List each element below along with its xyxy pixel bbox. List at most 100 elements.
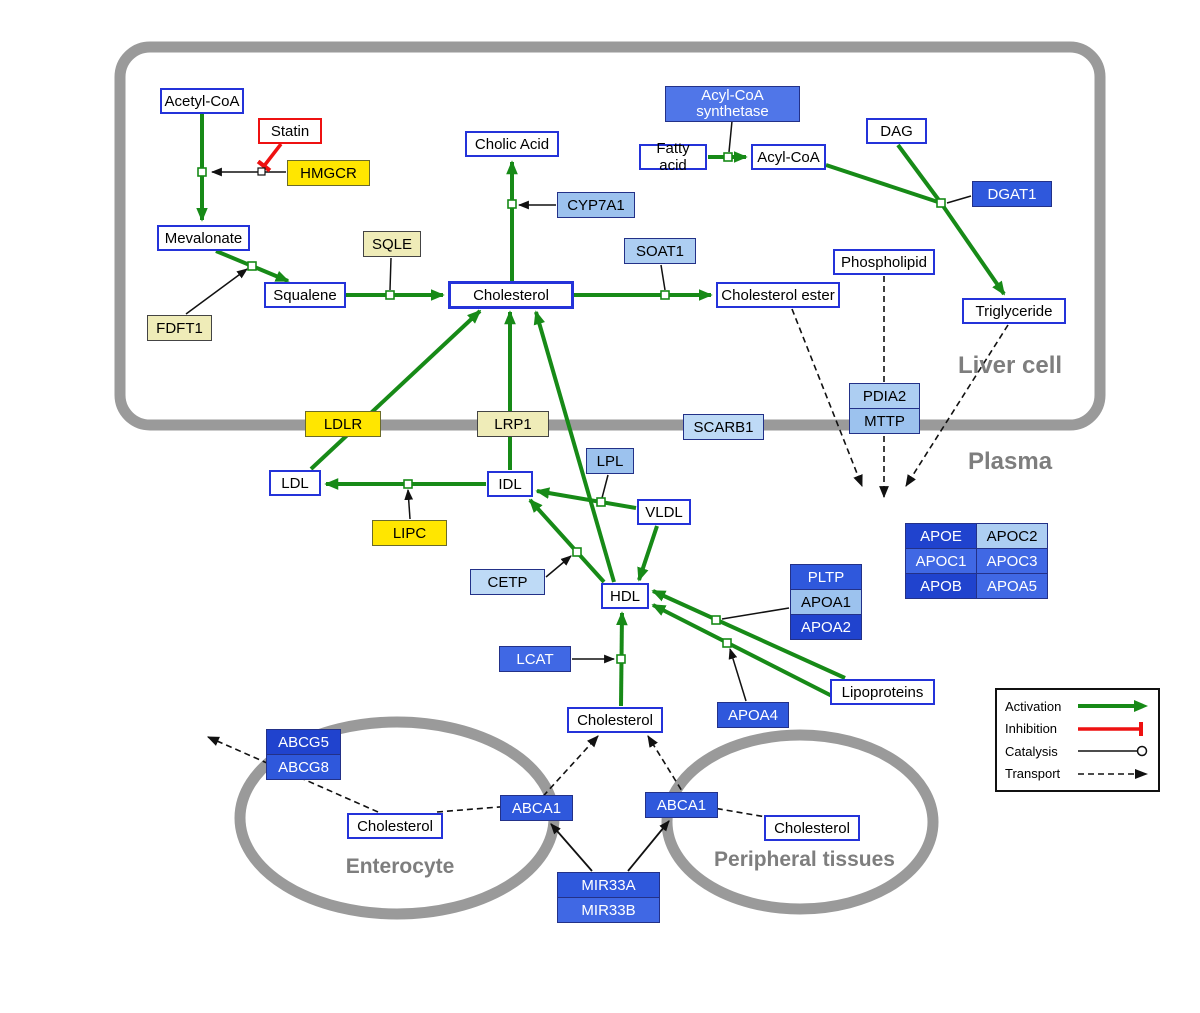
node-abcg8[interactable]: ABCG8	[266, 754, 341, 780]
node-idl[interactable]: IDL	[487, 471, 533, 497]
legend-catalysis-label: Catalysis	[1005, 743, 1058, 759]
node-ldlr[interactable]: LDLR	[305, 411, 381, 437]
node-dag[interactable]: DAG	[866, 118, 927, 144]
edge-vldl-hdl	[637, 525, 659, 582]
node-cholesterol-plasma[interactable]: Cholesterol	[567, 707, 663, 733]
node-lpl[interactable]: LPL	[586, 448, 634, 474]
node-phospholipid[interactable]: Phospholipid	[833, 249, 935, 275]
node-apoa2[interactable]: APOA2	[790, 614, 862, 640]
node-cetp[interactable]: CETP	[470, 569, 545, 595]
node-pdia2[interactable]: PDIA2	[849, 383, 920, 409]
legend: Activation Inhibition Catalysis Transpor…	[995, 688, 1160, 792]
node-cyp7a1[interactable]: CYP7A1	[557, 192, 635, 218]
catalysis-circle-icon	[1078, 746, 1148, 757]
edge-ldl-cholesterol	[309, 309, 482, 471]
transport-dashed-arrow-icon	[1078, 768, 1148, 779]
node-dgat1[interactable]: DGAT1	[972, 181, 1052, 207]
edge-cetp-catalysis	[545, 555, 572, 578]
node-acyl-coa[interactable]: Acyl-CoA	[751, 144, 826, 170]
regulation-edges	[550, 820, 670, 872]
edge-soat1-catalysis	[660, 264, 666, 291]
edge-vldl-idl	[535, 487, 637, 510]
node-fatty-acid[interactable]: Fatty acid	[639, 140, 707, 174]
edge-lipc-catalysis	[404, 488, 414, 520]
reaction-anchors	[197, 152, 946, 664]
edge-lpl-catalysis	[601, 474, 609, 499]
node-abca1-peripheral[interactable]: ABCA1	[645, 792, 718, 818]
node-fdft1[interactable]: FDFT1	[147, 315, 212, 341]
legend-row-transport: Transport	[1005, 764, 1150, 784]
edge-dag-junction	[896, 143, 943, 205]
edge-junction-triglyceride	[939, 201, 1006, 296]
node-apoa4[interactable]: APOA4	[717, 702, 789, 728]
edge-dgat1-catalysis	[946, 195, 972, 204]
edge-lipoproteins-hdl-upper	[651, 589, 846, 680]
edge-triglyceride-plasma	[905, 324, 1009, 487]
node-abca1-enterocyte[interactable]: ABCA1	[500, 795, 573, 821]
node-apoe[interactable]: APOE	[905, 523, 977, 549]
edge-lipoproteins-hdl-lower	[651, 603, 833, 698]
node-acetyl-coa[interactable]: Acetyl-CoA	[160, 88, 244, 114]
node-lipoproteins[interactable]: Lipoproteins	[830, 679, 935, 705]
node-statin[interactable]: Statin	[258, 118, 322, 144]
edge-statin-inhibition	[256, 142, 283, 173]
node-cholesterol-ester[interactable]: Cholesterol ester	[716, 282, 840, 308]
node-cholesterol-liver[interactable]: Cholesterol	[448, 281, 574, 309]
node-mttp[interactable]: MTTP	[849, 408, 920, 434]
node-apoc3[interactable]: APOC3	[976, 548, 1048, 574]
node-apoc1[interactable]: APOC1	[905, 548, 977, 574]
node-apoa5[interactable]: APOA5	[976, 573, 1048, 599]
node-mevalonate[interactable]: Mevalonate	[157, 225, 250, 251]
legend-transport-label: Transport	[1005, 766, 1061, 782]
plasma-label: Plasma	[968, 448, 1053, 475]
node-sqle[interactable]: SQLE	[363, 231, 421, 257]
edge-fdft1-catalysis	[185, 268, 248, 315]
node-squalene[interactable]: Squalene	[264, 282, 346, 308]
legend-row-activation: Activation	[1005, 696, 1150, 716]
peripheral-tissues-label: Peripheral tissues	[714, 848, 895, 871]
edge-acylcoasynthetase-catalysis	[728, 120, 733, 153]
node-vldl[interactable]: VLDL	[637, 499, 691, 525]
node-soat1[interactable]: SOAT1	[624, 238, 696, 264]
node-scarb1[interactable]: SCARB1	[683, 414, 764, 440]
node-mir33b[interactable]: MIR33B	[557, 897, 660, 923]
node-lrp1[interactable]: LRP1	[477, 411, 549, 437]
edge-cholesterolester-plasma	[791, 308, 863, 488]
edge-apoa-catalysis	[721, 607, 790, 620]
node-apoa1[interactable]: APOA1	[790, 589, 862, 615]
node-lcat[interactable]: LCAT	[499, 646, 571, 672]
node-lipc[interactable]: LIPC	[372, 520, 447, 546]
node-apob[interactable]: APOB	[905, 573, 977, 599]
liver-cell-label: Liver cell	[958, 352, 1063, 379]
edge-apoa4-catalysis	[728, 647, 747, 702]
node-cholic-acid[interactable]: Cholic Acid	[465, 131, 559, 157]
edge-mir33-abca1-right	[627, 820, 670, 872]
node-mir33a[interactable]: MIR33A	[557, 872, 660, 898]
legend-activation-label: Activation	[1005, 698, 1062, 714]
edge-sqle-catalysis	[389, 257, 392, 291]
legend-row-catalysis: Catalysis	[1005, 741, 1150, 761]
legend-row-inhibition: Inhibition	[1005, 719, 1150, 739]
node-hmgcr[interactable]: HMGCR	[287, 160, 370, 186]
node-apoc2[interactable]: APOC2	[976, 523, 1048, 549]
edge-acylcoa-junction	[825, 163, 942, 205]
node-ldl[interactable]: LDL	[269, 470, 321, 496]
edge-enterocyte-cholesterol-efflux	[436, 735, 599, 813]
edge-mir33-abca1-left	[550, 823, 593, 872]
enterocyte-label: Enterocyte	[345, 855, 455, 878]
node-cholesterol-peripheral[interactable]: Cholesterol	[764, 815, 860, 841]
catalysis-edges	[185, 120, 972, 702]
node-pltp[interactable]: PLTP	[790, 564, 862, 590]
node-cholesterol-enterocyte[interactable]: Cholesterol	[347, 813, 443, 839]
inhibition-tbar-icon	[1078, 721, 1143, 736]
legend-inhibition-label: Inhibition	[1005, 721, 1058, 737]
conversion-edges	[196, 114, 1006, 707]
edge-hdl-cholesterol	[533, 310, 616, 583]
node-triglyceride[interactable]: Triglyceride	[962, 298, 1066, 324]
node-abcg5[interactable]: ABCG5	[266, 729, 341, 755]
node-acyl-coa-synthetase[interactable]: Acyl-CoA synthetase	[665, 86, 800, 122]
compartment-membranes	[114, 41, 1106, 920]
node-hdl[interactable]: HDL	[601, 583, 649, 609]
